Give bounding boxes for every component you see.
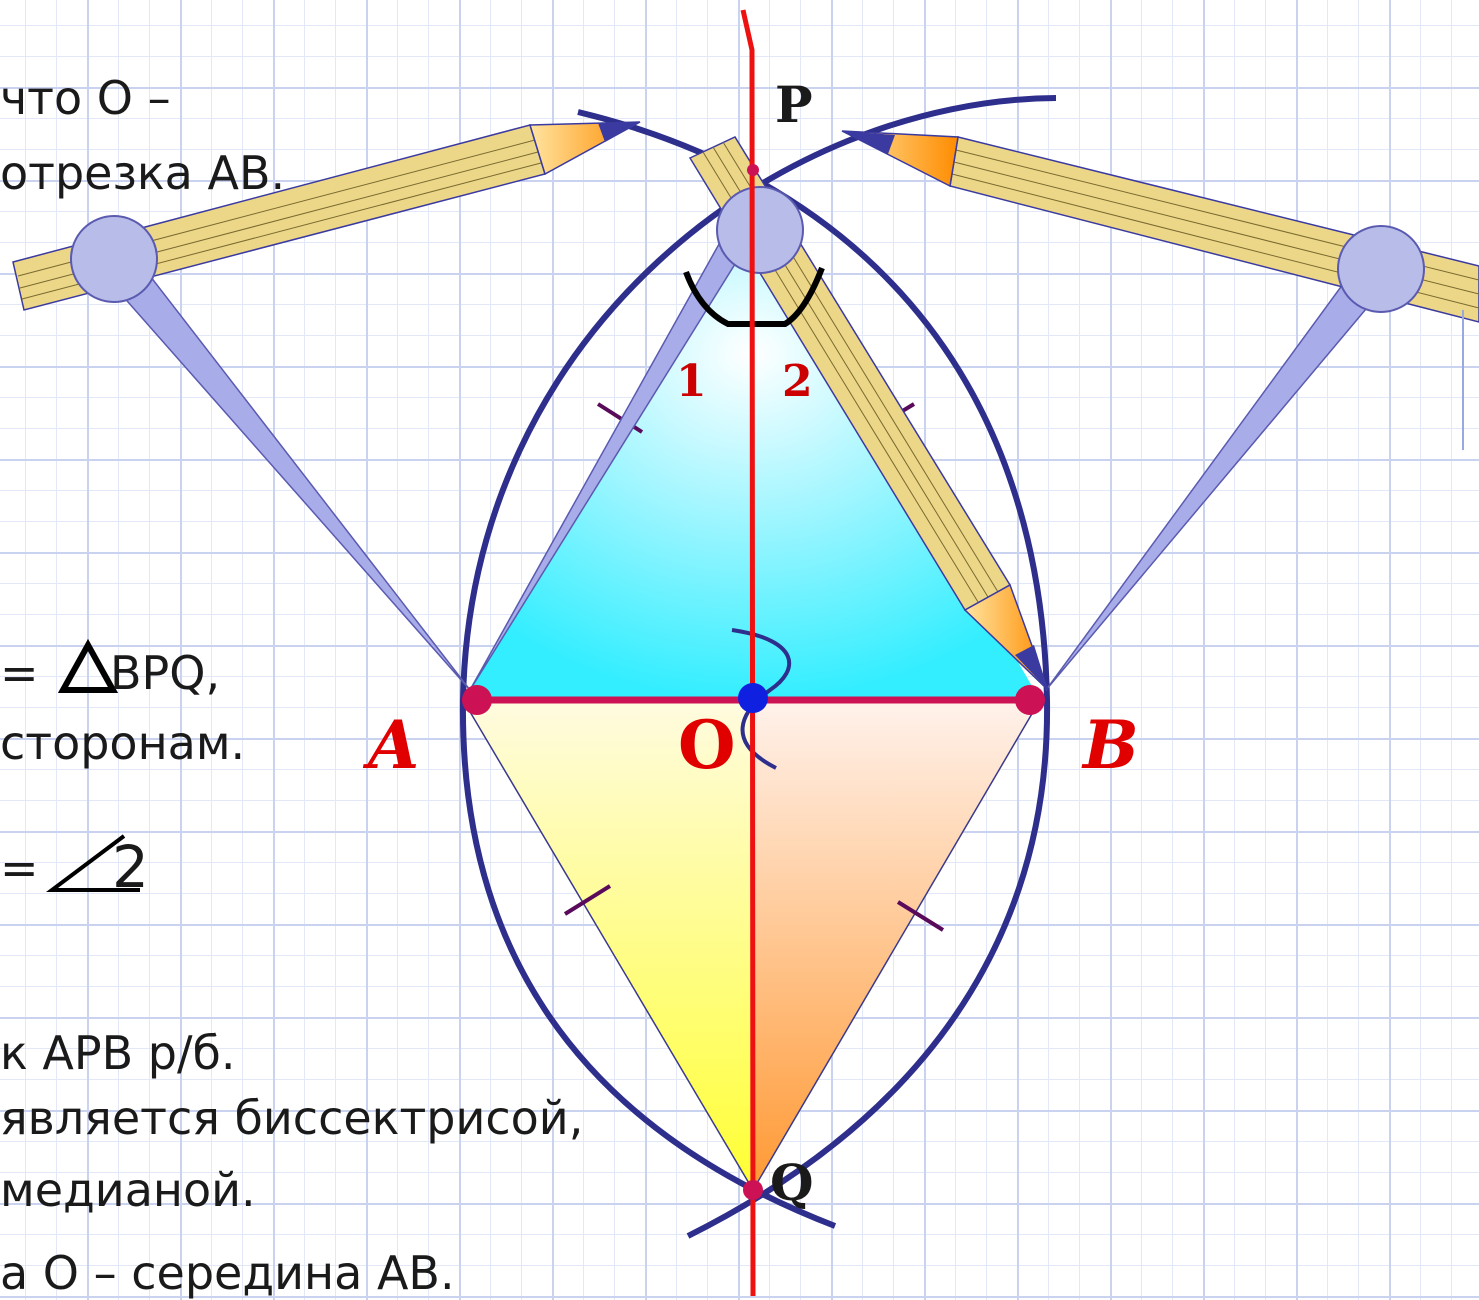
label-o: O [678, 706, 736, 784]
right-compass-hinge [1337, 225, 1425, 313]
right-compass-leg [1045, 256, 1394, 691]
text-line-9: а О – середина АВ. [0, 1246, 455, 1300]
text-line-3-prefix: = [0, 646, 39, 700]
label-q: Q [770, 1153, 814, 1212]
center-compass-hinge [716, 186, 804, 274]
text-line-8: медианой. [0, 1163, 256, 1217]
arc-near-o [731, 628, 792, 770]
text-line-1: что О – [0, 71, 171, 125]
label-angle-2: 2 [782, 356, 813, 407]
center-compass [469, 136, 1049, 691]
point-p [747, 164, 759, 176]
angle-brace [683, 266, 825, 327]
tick-ap [596, 402, 644, 434]
label-b: B [1083, 706, 1139, 784]
bisector-line-pq [740, 9, 756, 1296]
point-b [1015, 685, 1045, 715]
angle-sign [46, 834, 140, 892]
text-line-2: отрезка АВ. [0, 146, 286, 200]
text-line-3-suffix: BPQ, [110, 646, 221, 700]
text-line-5-suffix: 2 [112, 833, 149, 901]
triangle-sign [57, 638, 119, 693]
tick-aq [563, 884, 612, 916]
label-a: A [368, 706, 420, 784]
text-line-7: является биссектрисой, [0, 1091, 584, 1145]
point-o [738, 683, 768, 713]
arc-right [459, 95, 1057, 1229]
left-compass-hinge [70, 215, 158, 303]
label-p: P [775, 75, 813, 134]
text-line-4: сторонам. [0, 716, 246, 770]
point-a [462, 685, 492, 715]
right-compass [841, 130, 1479, 691]
text-line-5-prefix: = [0, 841, 39, 895]
point-q [743, 1180, 763, 1200]
text-line-6: к АРВ р/б. [0, 1026, 236, 1080]
left-compass-leg [96, 249, 471, 691]
tick-bq [896, 900, 945, 932]
label-angle-1: 1 [676, 356, 707, 407]
left-compass [12, 121, 641, 691]
